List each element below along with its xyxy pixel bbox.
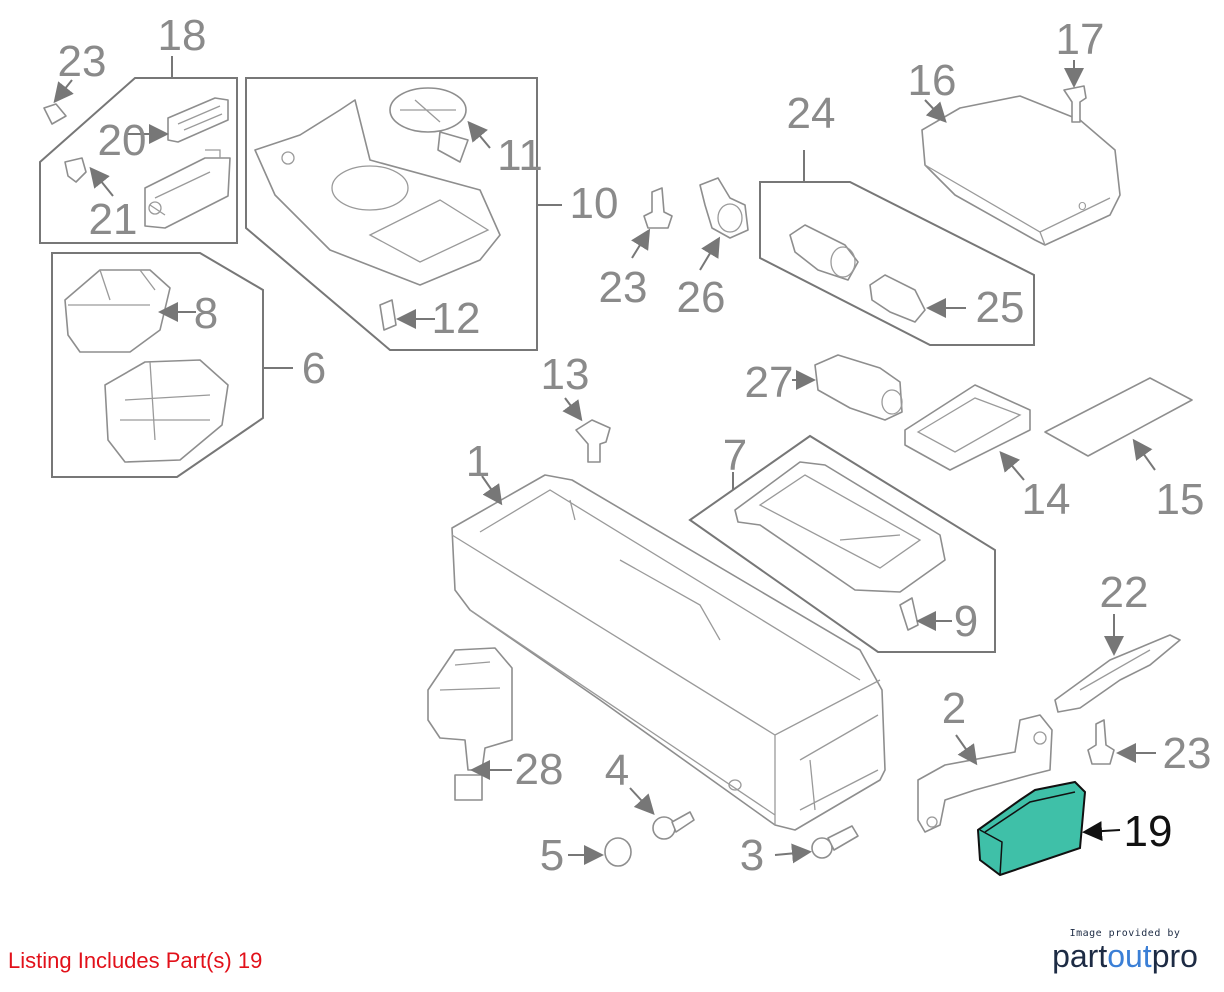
part-23-b — [643, 187, 673, 229]
callout-7: 7 — [723, 431, 747, 480]
part-15 — [1044, 377, 1193, 457]
part-17 — [1063, 85, 1087, 123]
part-16: O — [921, 95, 1121, 246]
callout-24: 24 — [787, 89, 836, 138]
part-3 — [811, 825, 859, 859]
part-11 — [389, 87, 469, 163]
part-9 — [899, 597, 919, 631]
callout-12: 12 — [432, 294, 481, 343]
callout-11: 11 — [497, 131, 543, 180]
part-1 — [451, 474, 886, 831]
part-22 — [1054, 634, 1181, 713]
part-23-a — [43, 103, 67, 125]
listing-includes-text: Listing Includes Part(s) 19 — [8, 948, 263, 973]
part-26 — [699, 177, 749, 239]
part-10 — [254, 99, 501, 286]
callout-23-right: 23 — [1163, 729, 1212, 778]
callout-15: 15 — [1156, 475, 1205, 524]
callout-13: 13 — [541, 350, 590, 399]
callout-20: 20 — [98, 116, 147, 165]
callout-23-top-left: 23 — [58, 37, 107, 86]
group-7-frame — [688, 434, 996, 653]
part-23-c — [1087, 719, 1115, 765]
part-7 — [734, 461, 946, 593]
credit-caption: Image provided by — [1069, 928, 1181, 939]
callout-23-middle: 23 — [599, 263, 648, 312]
callout-9: 9 — [954, 597, 978, 646]
callout-17: 17 — [1056, 15, 1105, 64]
part-24 — [789, 224, 859, 281]
callout-6: 6 — [302, 344, 326, 393]
part-18 — [144, 149, 231, 229]
callout-1: 1 — [466, 437, 490, 486]
callout-3: 3 — [740, 831, 764, 880]
svg-text:O: O — [1078, 200, 1087, 213]
callout-10: 10 — [570, 179, 619, 228]
callout-14: 14 — [1022, 475, 1071, 524]
partoutpro-logo: partoutpro — [1040, 939, 1210, 973]
part-13 — [575, 419, 611, 463]
image-credit: Image provided by partoutpro — [1040, 928, 1210, 973]
callout-16: 16 — [908, 56, 957, 105]
part-8 — [64, 269, 171, 353]
callout-22: 22 — [1100, 568, 1149, 617]
group-24-frame — [759, 150, 1035, 346]
part-14 — [904, 384, 1031, 471]
part-27 — [814, 354, 903, 421]
group-18-frame — [39, 56, 238, 244]
callout-5: 5 — [540, 831, 564, 880]
callout-21: 21 — [89, 195, 138, 244]
part-19-highlighted — [976, 780, 1087, 877]
callout-28: 28 — [515, 745, 564, 794]
part-2 — [917, 714, 1053, 833]
logo-part: part — [1052, 938, 1108, 974]
callout-26: 26 — [677, 273, 726, 322]
callout-18: 18 — [158, 11, 207, 60]
callout-4: 4 — [605, 746, 629, 795]
part-12 — [379, 299, 397, 331]
callout-27: 27 — [745, 358, 794, 407]
part-28 — [427, 647, 513, 801]
part-4 — [652, 811, 695, 840]
callout-2: 2 — [942, 684, 966, 733]
logo-pro: pro — [1151, 938, 1198, 974]
logo-out: out — [1107, 938, 1152, 974]
callout-25: 25 — [976, 283, 1025, 332]
part-25 — [869, 274, 926, 323]
callout-19-highlighted: 19 — [1124, 807, 1173, 856]
group-10-frame — [245, 77, 562, 351]
part-21 — [64, 157, 87, 183]
part-6 — [104, 359, 229, 463]
group-6-frame — [51, 252, 293, 478]
callout-8: 8 — [194, 289, 218, 338]
part-20 — [167, 97, 229, 143]
part-5 — [604, 837, 632, 867]
